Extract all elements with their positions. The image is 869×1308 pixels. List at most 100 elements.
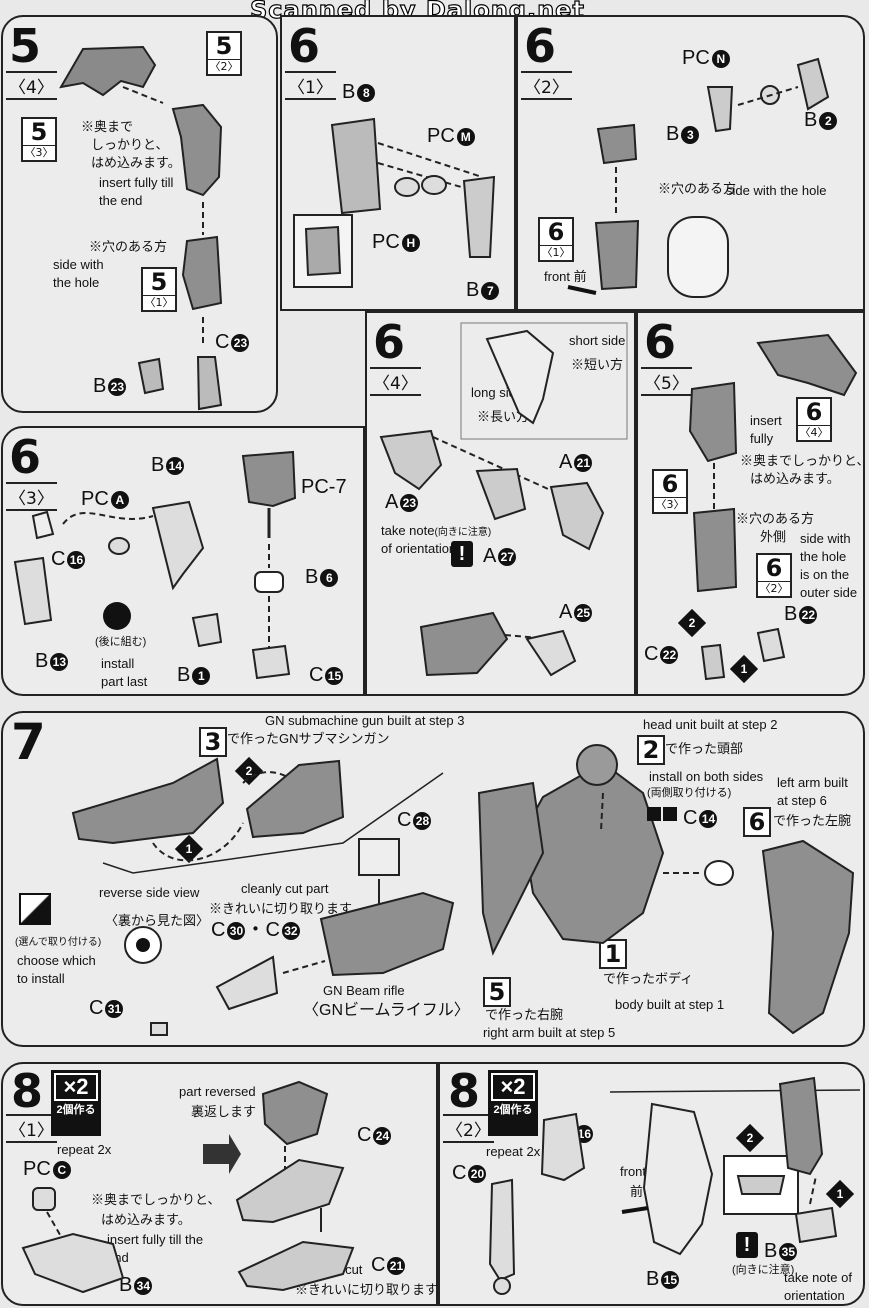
- insert-note-jp-3: はめ込みます。: [91, 155, 181, 170]
- substep-label: 〈4〉: [6, 71, 57, 100]
- insert-en-2: fully: [750, 431, 774, 446]
- substep-label: 〈4〉: [370, 367, 421, 396]
- right-arm-jp: で作った右腕: [485, 1007, 564, 1022]
- substep-label: 〈1〉: [285, 71, 336, 100]
- install-last-icon: [103, 602, 131, 630]
- left-arm-en-1: left arm built: [777, 775, 848, 790]
- substep-label: 〈2〉: [443, 1114, 494, 1143]
- reverse-view-jp: 〈裏から見た図〉: [105, 913, 210, 928]
- orientation-en-1: take note of: [784, 1270, 852, 1285]
- insert-note-en-1: insert fully till: [99, 175, 174, 190]
- choose-en-2: to install: [17, 971, 65, 986]
- forearm-assembly: [688, 333, 858, 681]
- step-number: 6: [9, 430, 42, 484]
- ref-box-5-1: 5〈1〉: [141, 267, 177, 312]
- ref-box-5-3: 5〈3〉: [21, 117, 57, 162]
- body-en: body built at step 1: [615, 997, 725, 1012]
- shoulder-armor-part: [59, 45, 223, 411]
- repeat-label: repeat 2x: [486, 1144, 541, 1159]
- front-en: front: [620, 1164, 647, 1179]
- orientation-note-en-2: of orientation: [381, 541, 457, 556]
- hole-note-jp: ※穴のある方: [658, 181, 737, 196]
- ref-box-2: 2: [637, 735, 665, 765]
- front-label: front 前: [544, 269, 587, 284]
- ref-box-5: 5: [483, 977, 511, 1007]
- cleanly-cut-en: cleanly cut part: [241, 881, 329, 896]
- hole-note-en: side with the hole: [726, 183, 827, 198]
- outer-en-2: the hole: [800, 549, 847, 564]
- insert-jp-1: ※奥までしっかりと、: [91, 1192, 221, 1207]
- step-number: 8: [448, 1064, 481, 1118]
- panel-step-6-5: 6 〈5〉 6〈4〉 insert fully ※奥までしっかりと、 はめ込みま…: [636, 311, 869, 696]
- insert-jp-1: ※奥までしっかりと、: [740, 453, 869, 468]
- hole-note-jp: ※穴のある方: [89, 239, 168, 254]
- lower-leg-parts: [293, 117, 496, 288]
- substep-label: 〈3〉: [6, 482, 57, 511]
- substep-label: 〈2〉: [521, 71, 572, 100]
- short-side-jp: ※短い方: [571, 357, 624, 372]
- final-assembly-illustration: [71, 744, 855, 1036]
- ref-box-6-4: 6〈4〉: [796, 397, 832, 442]
- both-sides-jp: (両側取り付ける): [647, 787, 732, 799]
- beam-rifle-en: GN Beam rifle: [323, 983, 405, 998]
- outer-en-3: is on the: [800, 567, 850, 582]
- step-number: 5: [9, 19, 42, 73]
- long-side-jp: ※長い方: [477, 409, 530, 424]
- insert-note-jp-2: しっかりと、: [91, 137, 169, 152]
- warning-icon: !: [736, 1232, 758, 1258]
- insert-jp-2: はめ込みます。: [750, 471, 840, 486]
- step-number: 8: [11, 1064, 44, 1118]
- short-side-en: short side: [569, 333, 626, 348]
- outer-jp: 外側: [760, 529, 787, 544]
- orientation-en-2: orientation: [784, 1288, 845, 1303]
- beam-rifle-jp: 〈GNビームライフル〉: [303, 1002, 470, 1019]
- knee-parts: [567, 57, 830, 298]
- panel-step-5-4: 5 〈4〉 5〈2〉 5〈3〉 ※奥まで しっかりと、 はめ込みます。 inse…: [1, 15, 278, 413]
- install-last-jp: (後に組む): [95, 636, 147, 648]
- ref-box-1: 1: [599, 939, 627, 969]
- left-arm-jp: で作った左腕: [773, 813, 852, 828]
- left-arm-en-2: at step 6: [777, 793, 827, 808]
- gn-submachine-jp: で作ったGNサブマシンガン: [227, 731, 390, 746]
- head-unit-jp: で作った頭部: [665, 741, 744, 756]
- part-reversed-jp: 裏返します: [191, 1104, 257, 1119]
- front-jp: 前: [630, 1184, 644, 1199]
- insert-en-1: insert fully till the: [107, 1232, 204, 1247]
- ref-box-3: 3: [199, 727, 227, 757]
- both-sides-en: install on both sides: [649, 769, 764, 784]
- substep-label: 〈5〉: [641, 367, 692, 396]
- outer-en-4: outer side: [800, 585, 858, 600]
- step-number: 6: [373, 315, 406, 369]
- part-label-pc7: PC-7: [301, 476, 347, 498]
- warning-icon: !: [451, 541, 473, 567]
- install-last-en-1: install: [101, 656, 135, 671]
- foot-assembly-illustration: [488, 1076, 861, 1295]
